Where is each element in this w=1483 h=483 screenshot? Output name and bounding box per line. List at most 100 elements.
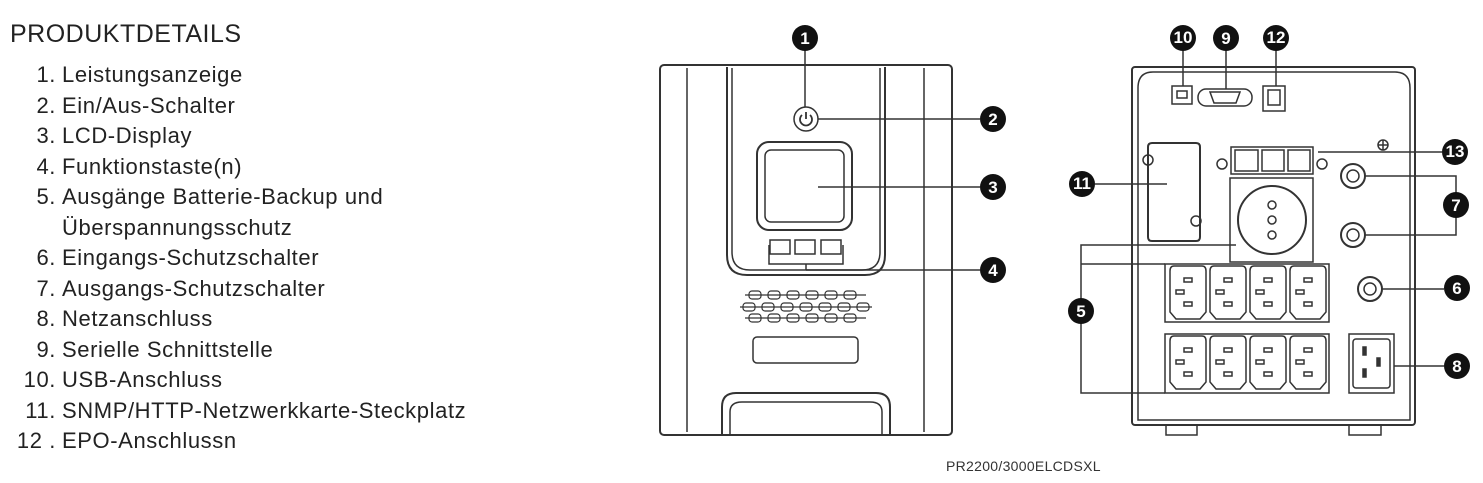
schuko-outlet: [1229, 177, 1314, 263]
item-label: USB-Anschluss: [62, 367, 223, 392]
item-number: 3.: [36, 123, 56, 148]
lcd-bezel: [756, 141, 853, 231]
vent-slot: [824, 290, 838, 300]
item-number: 7.: [36, 275, 56, 301]
iec-outlet: [1209, 335, 1247, 390]
badge-circle: [1444, 353, 1470, 379]
snmp-slot: [1142, 142, 1202, 242]
item-label: Ausgangs-Schutzschalter: [62, 275, 326, 301]
vent-grille: [740, 290, 872, 323]
badge-number: 8: [1452, 357, 1461, 376]
badge-number: 2: [988, 110, 997, 129]
section-title: PRODUKTDETAILS: [10, 20, 242, 48]
badge-number: 12: [1267, 28, 1286, 47]
model-caption: PR2200/3000ELCDSXL: [946, 458, 1101, 474]
badge-circle: [1442, 139, 1468, 165]
handle: [721, 392, 891, 435]
callout-badge-7: 7: [1443, 192, 1469, 218]
item-number: 4.: [36, 153, 56, 179]
item-number: 9.: [36, 336, 56, 362]
item-number: 8.: [36, 306, 56, 331]
callout-badge-6: 6: [1444, 275, 1470, 301]
item-label: EPO-Anschlussn: [62, 428, 237, 453]
vent-slot: [780, 302, 794, 312]
vent-slot: [786, 290, 800, 300]
callout-badge-3: 3: [980, 174, 1006, 200]
vent-slot: [767, 290, 781, 300]
epo-port: [1262, 85, 1286, 112]
item-number: 6.: [36, 245, 56, 270]
vent-slot: [843, 290, 857, 300]
callout-badge-5: 5: [1068, 298, 1094, 324]
lcd-display: [764, 149, 845, 223]
vent-slot: [805, 290, 819, 300]
badge-number: 7: [1451, 196, 1460, 215]
surge-breakers: [1216, 146, 1328, 175]
usb-port: [1171, 85, 1193, 105]
iec-outlet: [1169, 335, 1207, 390]
callout-badge-8: 8: [1444, 353, 1470, 379]
badge-circle: [980, 174, 1006, 200]
iec-outlet: [1249, 335, 1287, 390]
power-inlet: [1348, 333, 1395, 394]
callout-badge-13: 13: [1442, 139, 1468, 165]
badge-circle: [1263, 25, 1289, 51]
function-buttons: [768, 239, 844, 265]
ups-back-view: [1080, 50, 1457, 436]
badge-circle: [980, 106, 1006, 132]
iec-outlet: [1249, 265, 1287, 320]
item-label: Ausgänge Batterie-Backup und: [62, 184, 384, 209]
item-number: 10.: [23, 367, 56, 392]
serial-port: [1197, 88, 1253, 107]
list-item: 10.USB-Anschluss: [10, 365, 466, 396]
item-number: 5.: [36, 184, 56, 209]
list-item: 3.LCD-Display: [10, 121, 466, 152]
vent-slot: [767, 313, 781, 323]
output-breakers: [1340, 163, 1366, 248]
item-label: LCD-Display: [62, 123, 193, 148]
badge-circle: [1213, 25, 1239, 51]
list-item: 8.Netzanschluss: [10, 304, 466, 335]
list-item: 7.Ausgangs-Schutzschalter: [10, 274, 466, 305]
item-label: Ein/Aus-Schalter: [62, 92, 236, 118]
power-button: [793, 106, 819, 132]
vent-slot: [824, 313, 838, 323]
callout-badge-9: 9: [1213, 25, 1239, 51]
badge-number: 1: [800, 29, 809, 48]
item-label: Eingangs-Schutzschalter: [62, 245, 320, 270]
ups-front-view: [659, 50, 980, 436]
badge-number: 11: [1073, 174, 1091, 193]
list-item: 1.Leistungsanzeige: [10, 60, 466, 91]
vent-slot: [748, 290, 762, 300]
iec-outlet: [1289, 265, 1327, 320]
vent-slot: [799, 302, 813, 312]
vent-slot: [748, 313, 762, 323]
badge-circle: [1069, 171, 1095, 197]
item-label: Funktionstaste(n): [62, 153, 243, 179]
vent-slot: [856, 302, 870, 312]
item-number: 11.: [25, 397, 56, 423]
item-label: Überspannungsschutz: [62, 214, 293, 240]
list-item: 5.Ausgänge Batterie-Backup und: [10, 182, 466, 213]
list-item: 11.SNMP/HTTP-Netzwerkkarte-Steckplatz: [10, 396, 466, 427]
item-number: 1.: [36, 62, 56, 87]
item-label: Serielle Schnittstelle: [62, 336, 274, 362]
callout-badge-12: 12: [1263, 25, 1289, 51]
iec-outlets-row-2: [1164, 333, 1330, 394]
badge-number: 10: [1174, 28, 1193, 47]
badge-number: 3: [988, 178, 997, 197]
badge-number: 4: [988, 261, 998, 280]
iec-outlets-row-1: [1164, 263, 1330, 323]
iec-outlet: [1169, 265, 1207, 320]
badge-circle: [1068, 298, 1094, 324]
item-label: Leistungsanzeige: [62, 62, 243, 87]
list-item: Überspannungsschutz: [10, 213, 466, 244]
badge-circle: [1444, 275, 1470, 301]
vent-slot: [786, 313, 800, 323]
list-item: 12 .EPO-Anschlussn: [10, 426, 466, 457]
badge-number: 5: [1076, 302, 1085, 321]
list-item: 4.Funktionstaste(n): [10, 152, 466, 183]
callout-badge-1: 1: [792, 25, 818, 51]
